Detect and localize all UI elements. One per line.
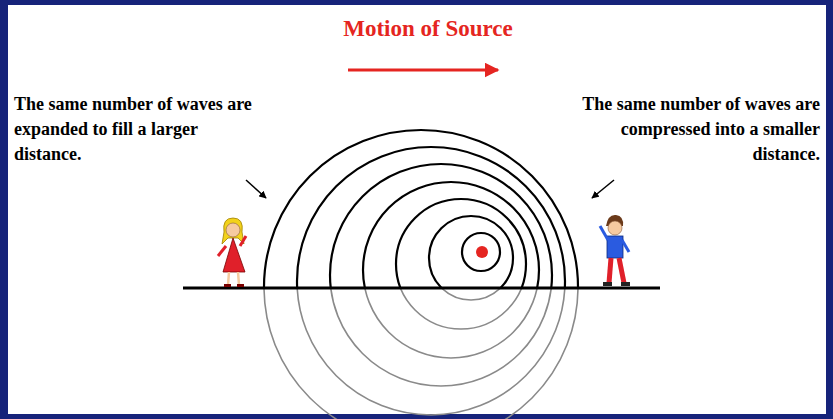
motion-arrow	[348, 69, 498, 72]
ground-line	[183, 287, 660, 290]
boy-listener	[600, 215, 630, 286]
leader-arrow	[246, 180, 266, 198]
motion-title: Motion of Source	[343, 16, 513, 41]
leader-arrow	[592, 180, 614, 198]
wave-fronts	[264, 130, 578, 288]
sound-source	[476, 246, 488, 258]
background-panel	[8, 5, 826, 414]
explanation-note: The same number of waves are expanded to…	[14, 92, 256, 167]
wave-reflection	[264, 289, 578, 419]
girl-listener	[218, 218, 246, 287]
explanation-note: The same number of waves are compressed …	[578, 92, 820, 167]
